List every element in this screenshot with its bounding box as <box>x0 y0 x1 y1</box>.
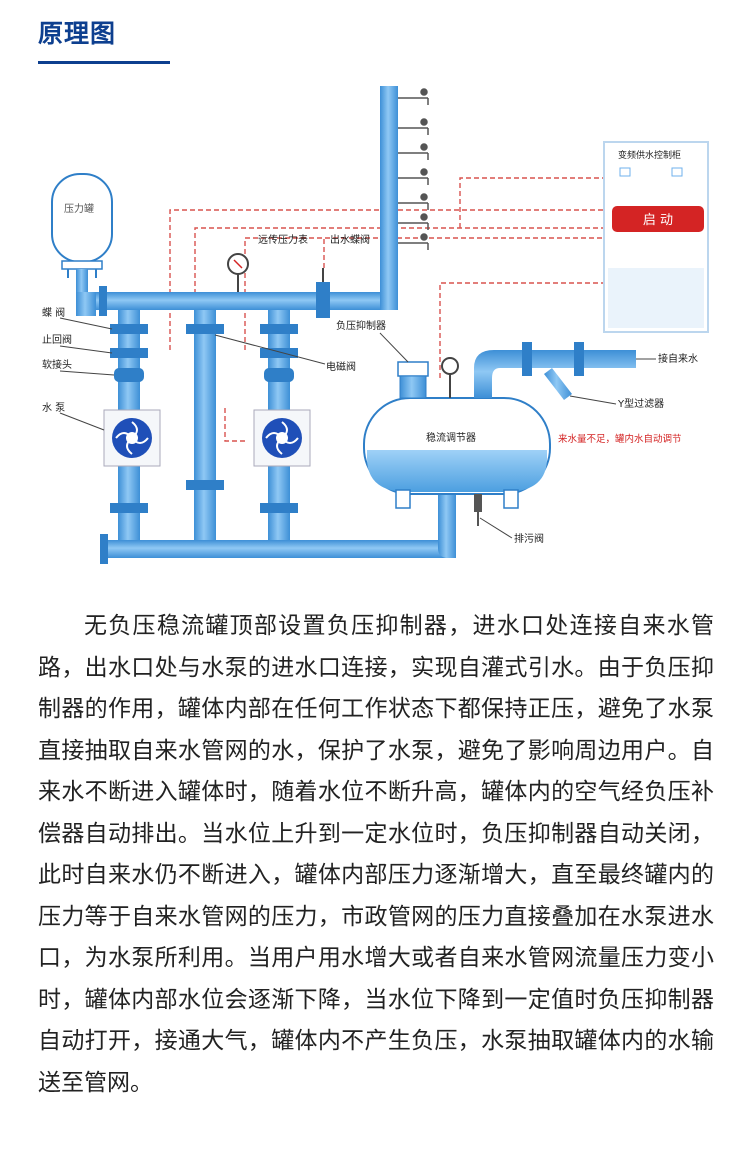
inlet-flange-2 <box>574 342 584 376</box>
label-low-water-note: 来水量不足，罐内水自动调节 <box>558 433 682 445</box>
main-header-pipe <box>76 292 396 310</box>
label-outlet-valve: 出水蝶阀 <box>330 233 370 246</box>
stabilizer-tank <box>363 397 551 509</box>
start-button[interactable] <box>612 206 704 232</box>
description-paragraph: 无负压稳流罐顶部设置负压抑制器，进水口处连接自来水管路，出水口处与水泵的进水口连… <box>38 613 714 1096</box>
start-button-label: 启 动 <box>643 213 673 228</box>
system-diagram: 压力罐 远传压力表 出水蝶阀 <box>42 86 709 564</box>
label-y-filter: Y型过滤器 <box>617 397 664 410</box>
outlet-butterfly-valve <box>316 282 330 318</box>
tank-pressure-gauge <box>441 357 459 375</box>
user-taps <box>398 88 429 250</box>
water-pump-1 <box>103 409 161 467</box>
label-check-valve: 止回阀 <box>42 333 72 346</box>
suction-flange <box>100 534 108 564</box>
riser-pipe <box>380 86 398 310</box>
pressure-tank-branch <box>76 292 96 316</box>
water-pump-2 <box>253 409 311 467</box>
label-neg-suppressor: 负压抑制器 <box>336 319 386 332</box>
label-soft-joint: 软接头 <box>42 358 72 371</box>
suction-header-pipe <box>104 540 456 558</box>
negative-pressure-suppressor <box>397 361 429 399</box>
label-drain-valve: 排污阀 <box>514 532 544 545</box>
label-remote-gauge: 远传压力表 <box>258 233 308 246</box>
control-cabinet <box>603 141 709 333</box>
inlet-pipe <box>474 350 636 398</box>
pressure-tank <box>51 173 113 299</box>
label-water-pump: 水 泵 <box>42 402 65 414</box>
header-flange <box>99 286 107 316</box>
label-butterfly-valve: 蝶 阀 <box>42 306 65 319</box>
bypass-valves <box>186 324 224 490</box>
section-heading: 原理图 <box>38 19 117 48</box>
y-filter <box>544 368 572 400</box>
heading-underline <box>38 61 170 64</box>
inlet-flange-1 <box>522 342 532 376</box>
drain-valve <box>474 494 482 512</box>
tank-outlet-pipe <box>438 488 456 558</box>
label-solenoid-valve: 电磁阀 <box>326 360 356 373</box>
pump2-valves <box>260 324 298 513</box>
label-stabilizer-tank: 稳流调节器 <box>426 431 476 444</box>
label-mains-inlet: 接自来水 <box>658 352 698 365</box>
label-pressure-tank: 压力罐 <box>64 202 94 215</box>
bypass-pipe <box>194 310 216 545</box>
left-labels <box>59 317 326 431</box>
pump1-valves <box>110 324 148 513</box>
label-control-cabinet: 变频供水控制柜 <box>618 149 681 161</box>
